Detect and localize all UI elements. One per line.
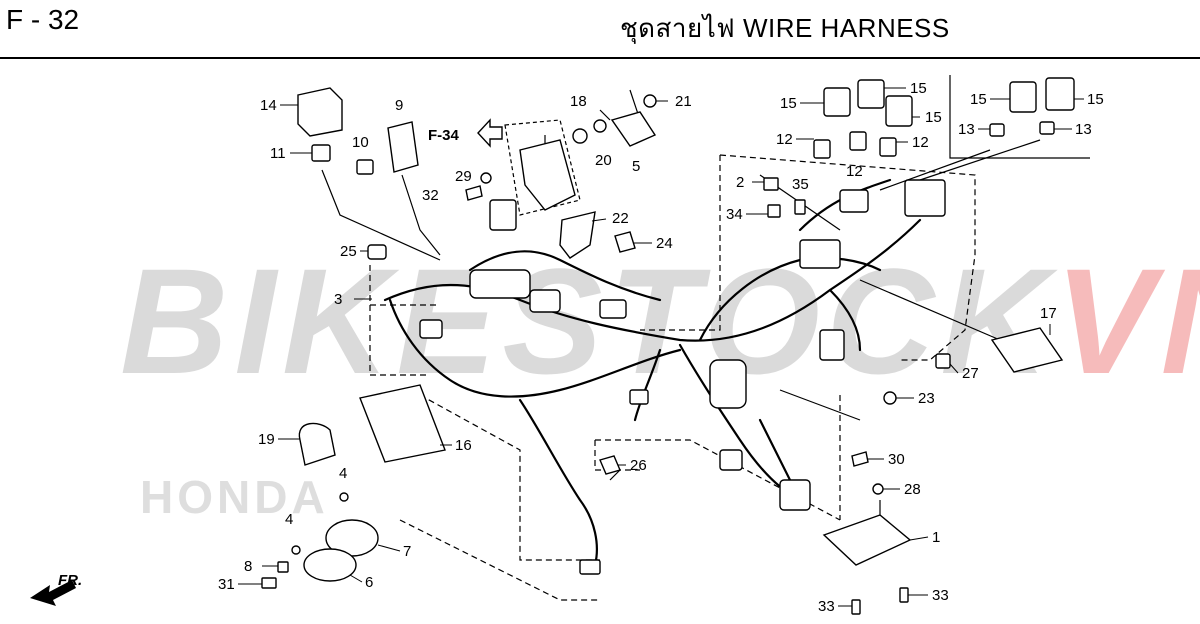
- callout-label: 15: [1087, 91, 1104, 108]
- callout-label: 8: [244, 558, 252, 575]
- callout-label: 28: [904, 481, 921, 498]
- callout-label: 35: [792, 176, 809, 193]
- callout-label: 27: [962, 365, 979, 382]
- callout-label: 17: [1040, 305, 1057, 322]
- direction-front: FR.: [58, 572, 82, 589]
- callout-label: 12: [846, 163, 863, 180]
- callout-label: 33: [818, 598, 835, 615]
- callout-label: 32: [422, 187, 439, 204]
- callout-label: 10: [352, 134, 369, 151]
- callout-label: 11: [270, 145, 286, 162]
- page-title: ชุดสายไฟ WIRE HARNESS: [620, 13, 950, 43]
- callout-label: 4: [339, 465, 347, 482]
- callout-label: 31: [218, 576, 235, 593]
- callout-label: 15: [910, 80, 927, 97]
- callout-label: 26: [630, 457, 647, 474]
- callout-label: 4: [285, 511, 293, 528]
- callout-label: 3: [334, 291, 342, 308]
- callout-label: 20: [595, 152, 612, 169]
- brand-watermark: HONDA: [140, 471, 329, 523]
- callout-label: 34: [726, 206, 743, 223]
- callout-label: 9: [395, 97, 403, 114]
- wire-harness-diagram: F-34 FR. 14 11 10 9 18 21 20 5 29 32 22 …: [30, 75, 1104, 615]
- callout-label: 1: [932, 529, 940, 546]
- callout-label: 22: [612, 210, 629, 227]
- callout-label: 21: [675, 93, 692, 110]
- callout-label: 12: [776, 131, 793, 148]
- callout-label: 6: [365, 574, 373, 591]
- callout-label: 16: [455, 437, 472, 454]
- callout-label: 5: [632, 158, 640, 175]
- watermark-part-b: VN: [1054, 237, 1200, 405]
- callout-label: 15: [970, 91, 987, 108]
- reference-f34: F-34: [428, 127, 460, 144]
- callout-label: 24: [656, 235, 673, 252]
- callout-label: 13: [1075, 121, 1092, 138]
- callout-label: 30: [888, 451, 905, 468]
- callout-label: 7: [403, 543, 411, 560]
- callout-label: 18: [570, 93, 587, 110]
- callout-label: 15: [780, 95, 797, 112]
- callout-label: 15: [925, 109, 942, 126]
- callout-label: 29: [455, 168, 472, 185]
- page-code: F - 32: [6, 4, 80, 35]
- callout-label: 14: [260, 97, 277, 114]
- callout-label: 33: [932, 587, 949, 604]
- callout-label: 13: [958, 121, 975, 138]
- header-divider: [0, 57, 1200, 59]
- watermark: BIKESTOCKVN: [120, 235, 1200, 408]
- callout-label: 19: [258, 431, 275, 448]
- callout-label: 2: [736, 174, 744, 191]
- callout-label: 12: [912, 134, 929, 151]
- callout-label: 25: [340, 243, 357, 260]
- callout-label: 23: [918, 390, 935, 407]
